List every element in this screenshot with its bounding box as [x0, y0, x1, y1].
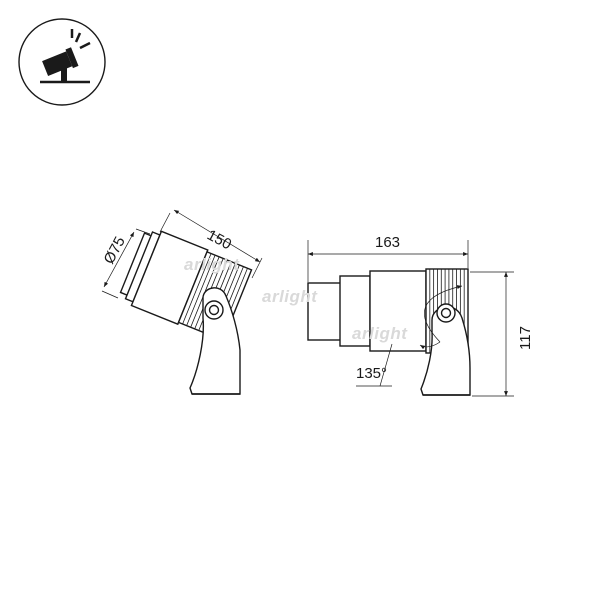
heatsink-fin — [186, 255, 216, 326]
dimension-length-front: 163 — [375, 234, 400, 251]
watermark-1: arlight — [184, 255, 240, 274]
watermark-2: arlight — [262, 287, 318, 306]
heatsink-fin — [182, 253, 212, 325]
left-dimensions — [101, 209, 263, 299]
dimension-height: 117 — [517, 326, 534, 350]
side-view-horizontal — [307, 268, 471, 396]
dimension-diameter: Ø75 — [101, 234, 129, 267]
watermark-3: arlight — [352, 324, 408, 343]
spotlight-ground-mount-icon — [18, 18, 106, 106]
dimension-angle: 135° — [356, 365, 387, 382]
right-dimensions — [307, 240, 514, 397]
side-view-tilted — [119, 230, 253, 395]
